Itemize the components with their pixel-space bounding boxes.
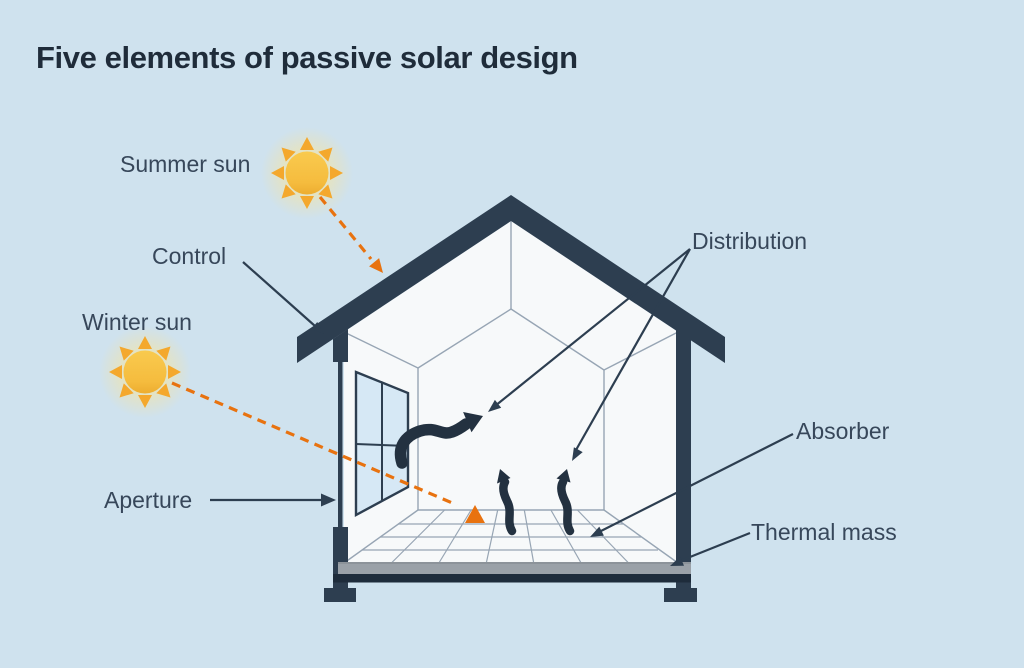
floor-slab — [333, 562, 691, 583]
winter-sunray-arrow — [171, 381, 485, 523]
aperture-leader-arrow — [210, 493, 336, 507]
label-absorber: Absorber — [796, 418, 890, 444]
airflow-arrow-right — [556, 469, 575, 536]
left-footing — [324, 588, 356, 602]
slab-base — [333, 574, 691, 583]
floor-grid — [362, 509, 658, 564]
airflow-arrow-left — [497, 469, 517, 536]
label-distribution: Distribution — [692, 228, 808, 254]
summer-sun-icon — [261, 127, 353, 219]
page-title: Five elements of passive solar design — [36, 40, 578, 75]
label-control: Control — [152, 243, 227, 269]
window-glazing — [338, 360, 343, 528]
right-wall — [676, 330, 691, 588]
summer-sunray-arrow — [318, 195, 383, 273]
window — [354, 370, 410, 518]
sun-rays — [109, 336, 181, 408]
left-wall-header — [333, 329, 348, 362]
distribution-leader-arrows — [488, 248, 691, 461]
thermal-mass-leader-arrow — [670, 531, 751, 566]
label-aperture: Aperture — [104, 487, 193, 513]
control-leader-arrow — [242, 261, 324, 334]
absorber-leader-arrow — [590, 433, 794, 537]
label-summer-sun: Summer sun — [120, 151, 251, 177]
winter-sun-icon — [99, 326, 191, 418]
right-footing — [664, 588, 697, 602]
sun-rays — [271, 137, 343, 209]
label-thermal-mass: Thermal mass — [751, 519, 897, 545]
label-winter-sun: Winter sun — [82, 309, 192, 335]
airflow-arrow-large — [394, 412, 483, 469]
